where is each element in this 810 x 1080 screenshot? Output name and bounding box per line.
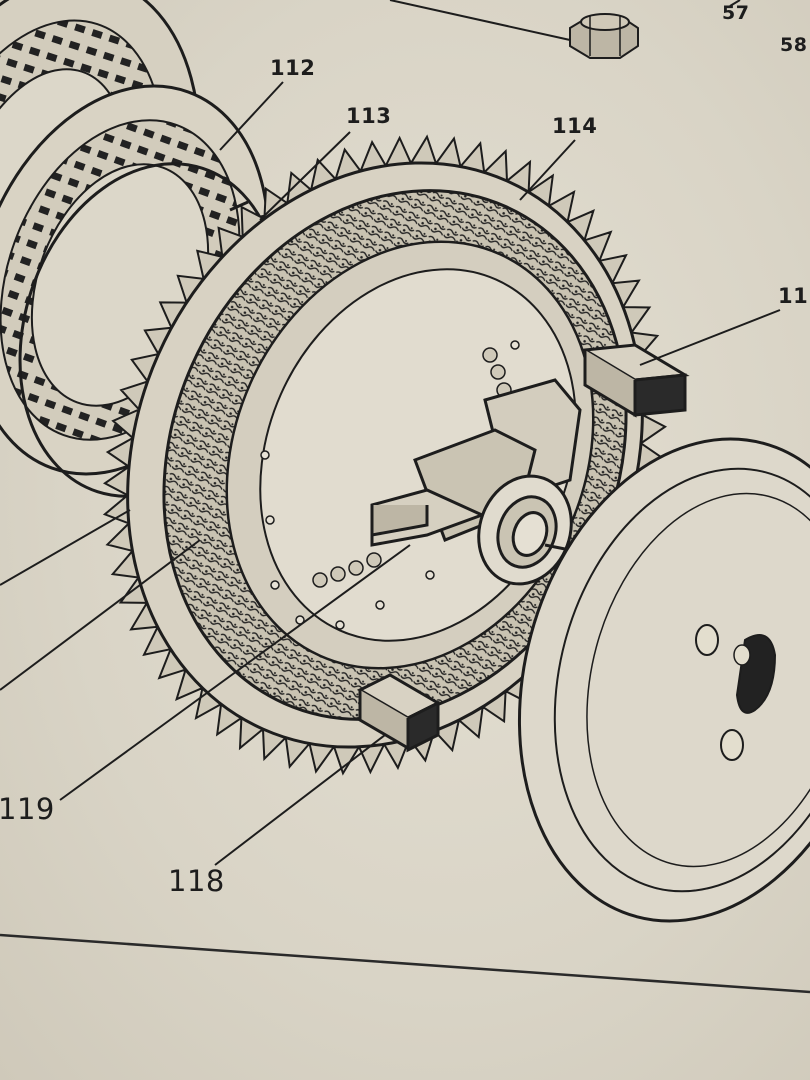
back-plate <box>517 437 810 923</box>
page-rule <box>0 933 810 994</box>
callout-58: 58 <box>780 34 808 56</box>
callout-119: 119 <box>0 792 55 826</box>
callout-114: 114 <box>552 114 598 138</box>
key-block-115 <box>580 343 690 418</box>
gear-ring-114 <box>102 134 668 776</box>
callout-112: 112 <box>270 56 316 80</box>
leader-lines <box>0 0 781 866</box>
callout-57: 57 <box>722 2 750 24</box>
callout-113: 113 <box>346 104 392 128</box>
centre-hub <box>370 378 582 586</box>
callout-118: 118 <box>168 864 225 898</box>
hex-nut-icon <box>569 13 639 59</box>
callout-115: 11 <box>778 284 809 308</box>
key-block-118 <box>356 673 442 753</box>
